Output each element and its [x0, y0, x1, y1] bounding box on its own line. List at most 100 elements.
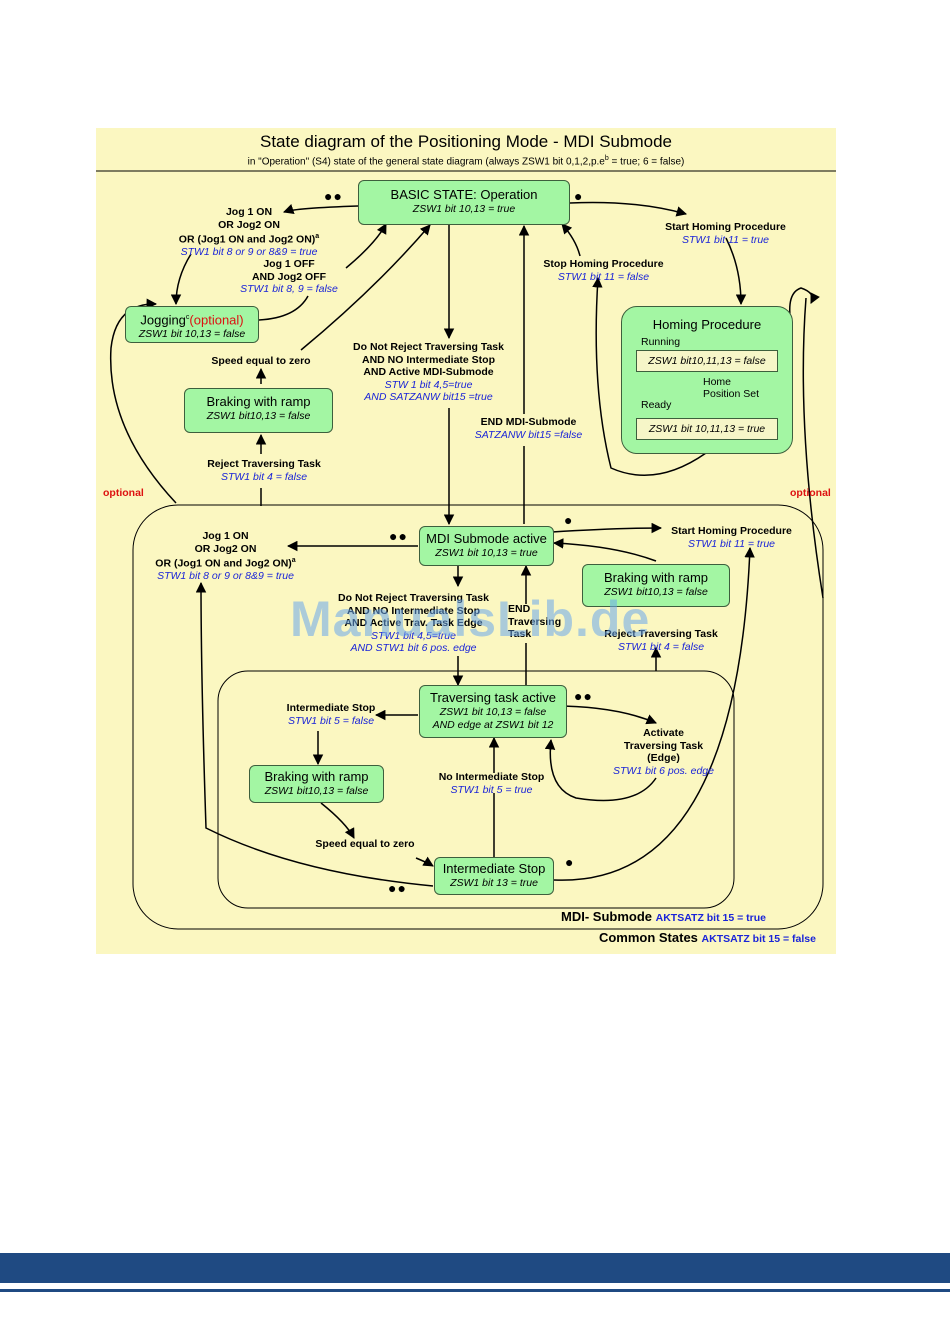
label-speed-zero-bottom: Speed equal to zero — [315, 838, 415, 850]
edge-homing-loop — [789, 287, 820, 324]
state-braking-right-cond: ZSW1 bit10,13 = false — [604, 586, 708, 598]
jog-on-mid-l3-text: OR (Jog1 ON and Jog2 ON) — [155, 557, 292, 570]
dnr-top-l3: AND Active MDI-Submode — [363, 366, 494, 378]
jog-on-top-cond: STW1 bit 8 or 9 or 8&9 = true — [180, 246, 318, 258]
end-trav-l3: Task — [508, 628, 532, 640]
jog-on-mid-l2: OR Jog2 ON — [194, 542, 257, 555]
dnr-mid-b2: AND STW1 bit 6 pos. edge — [350, 642, 477, 654]
edge-stophoming-to-basic — [561, 223, 581, 257]
jog-on-mid-cond: STW1 bit 8 or 9 or 8&9 = true — [157, 570, 294, 582]
activate-l1: Activate — [643, 727, 684, 739]
state-diagram: State diagram of the Positioning Mode - … — [96, 128, 836, 954]
reject-mid-cond: STW1 bit 4 = false — [617, 640, 705, 653]
jog-on-top-l2: OR Jog2 ON — [218, 218, 280, 231]
edge-interstop-to-starthoming — [553, 546, 755, 881]
start-homing-top-cond: STW1 bit 11 = true — [681, 233, 770, 246]
dnr-mid-b1: STW1 bit 4,5=true — [371, 629, 456, 642]
inter-stop-cond: STW1 bit 5 = false — [287, 714, 375, 727]
dnr-top-b1: STW 1 bit 4,5=true — [384, 378, 473, 391]
state-jogging-cond: ZSW1 bit 10,13 = false — [138, 328, 246, 341]
dnr-mid-l1: Do Not Reject Traversing Task — [338, 592, 489, 604]
edge-braking3-to-speed — [320, 802, 355, 839]
start-homing-mid-l1: Start Homing Procedure — [671, 525, 792, 537]
state-basic-title: BASIC STATE: Operation — [390, 187, 538, 202]
state-traversing-cond1: ZSW1 bit 10,13 = false — [439, 706, 547, 718]
subtitle-sup: b — [604, 155, 609, 162]
label-start-homing-top: Start Homing Procedure STW1 bit 11 = tru… — [663, 221, 788, 246]
diagram-title: State diagram of the Positioning Mode - … — [260, 132, 672, 151]
jogging-optional: (optional) — [189, 312, 244, 328]
reject-mid-l1: Reject Traversing Task — [604, 628, 718, 640]
edge-jog-to-jogging — [170, 253, 192, 306]
label-reject-mid: Reject Traversing Task STW1 bit 4 = fals… — [596, 628, 726, 653]
mdi-submode-l1: MDI- Submode — [561, 909, 653, 924]
label-start-homing-mid: Start Homing Procedure STW1 bit 11 = tru… — [669, 525, 794, 550]
label-end-mdi: END MDI-Submode SATZANW bit15 =false — [471, 416, 586, 441]
state-jogging: Joggingc(optional) ZSW1 bit 10,13 = fals… — [125, 306, 259, 343]
label-optional-left: optional — [103, 487, 144, 499]
state-jogging-title: Joggingc(optional) — [126, 310, 258, 328]
label-jog-off: Jog 1 OFF AND Jog2 OFF STW1 bit 8, 9 = f… — [234, 258, 344, 296]
state-braking-bottom-title: Braking with ramp — [264, 769, 369, 784]
label-no-intermediate-stop: No Intermediate Stop STW1 bit 5 = true — [429, 771, 554, 796]
start-homing-top-l1: Start Homing Procedure — [665, 221, 786, 233]
label-speed-zero-top: Speed equal to zero — [211, 355, 311, 367]
inter-stop-l1: Intermediate Stop — [286, 702, 376, 714]
activate-l2: Traversing Task — [623, 739, 704, 752]
reject-top-cond: STW1 bit 4 = false — [220, 470, 308, 483]
jogging-sup: c — [185, 314, 190, 321]
state-braking-right: Braking with ramp ZSW1 bit10,13 = false — [582, 564, 730, 607]
stop-homing-l1: Stop Homing Procedure — [543, 258, 664, 270]
label-end-traversing: END Traversing Task — [508, 603, 578, 641]
end-trav-l2: Traversing — [508, 615, 562, 628]
edge-interstop-to-jogmid — [195, 581, 434, 887]
end-trav-l1: END — [508, 603, 531, 615]
edge-basic-to-starthoming — [569, 201, 688, 217]
edge-mdi-to-starthoming — [551, 522, 663, 534]
homing-running-box: ZSW1 bit10,11,13 = false — [636, 350, 778, 372]
dot-marker: ●● — [389, 528, 408, 544]
state-mdi-title: MDI Submode active — [426, 531, 547, 546]
edge-basic-to-jog — [283, 204, 359, 214]
subtitle-end: = true; 6 = false) — [608, 156, 685, 168]
homing-ready-box: ZSW1 bit 10,11,13 = true — [636, 418, 778, 440]
label-activate-traversing: Activate Traversing Task (Edge) STW1 bit… — [611, 727, 716, 777]
footer-banner — [0, 1253, 950, 1283]
dnr-top-l1: Do Not Reject Traversing Task — [353, 341, 504, 353]
dnr-mid-l3: AND Active Trav. Task Edge — [344, 617, 483, 629]
state-braking-bottom-cond: ZSW1 bit10,13 = false — [264, 785, 369, 797]
homing-home-set-label: Home Position Set — [703, 376, 760, 400]
state-intermediate-stop: Intermediate Stop ZSW1 bit 13 = true — [434, 857, 554, 895]
state-mdi-active: MDI Submode active ZSW1 bit 10,13 = true — [419, 526, 554, 566]
reject-top-l1: Reject Traversing Task — [207, 458, 321, 470]
dot-marker: ● — [564, 512, 574, 528]
label-stop-homing: Stop Homing Procedure STW1 bit 11 = fals… — [541, 258, 666, 283]
jog-on-mid-l1: Jog 1 ON — [202, 530, 249, 542]
footer-line — [0, 1289, 950, 1292]
state-homing-title: Homing Procedure — [652, 317, 762, 332]
homing-ready-label: Ready — [641, 399, 672, 411]
mdi-submode-cond: AKTSATZ bit 15 = true — [655, 912, 766, 924]
edge-braking2-to-mdi — [552, 538, 657, 562]
dnr-top-l2: AND NO Intermediate Stop — [361, 353, 495, 366]
diagram-subtitle: in "Operation" (S4) state of the general… — [96, 153, 836, 169]
edge-jogoff-to-basic — [345, 223, 387, 269]
subtitle-text: in "Operation" (S4) state of the general… — [247, 156, 605, 168]
jog-on-mid-l3: OR (Jog1 ON and Jog2 ON)a — [153, 555, 298, 570]
no-stop-cond: STW1 bit 5 = true — [450, 783, 533, 796]
jog-off-l2: AND Jog2 OFF — [251, 270, 327, 283]
label-intermediate-stop: Intermediate Stop STW1 bit 5 = false — [276, 702, 386, 727]
jog-on-mid-sup: a — [291, 557, 296, 564]
activate-cond: STW1 bit 6 pos. edge — [613, 764, 714, 777]
state-traversing-title: Traversing task active — [430, 690, 556, 705]
state-mdi-cond: ZSW1 bit 10,13 = true — [435, 547, 538, 559]
end-mdi-cond: SATZANW bit15 =false — [474, 428, 583, 441]
label-jog-on-mid: Jog 1 ON OR Jog2 ON OR (Jog1 ON and Jog2… — [153, 530, 298, 583]
no-stop-l1: No Intermediate Stop — [438, 771, 545, 783]
edge-speed-to-basic — [300, 224, 431, 351]
edge-homing-to-stop — [592, 276, 707, 477]
label-optional-right: optional — [790, 487, 831, 499]
edge-right-optional — [802, 297, 824, 599]
end-mdi-l1: END MDI-Submode — [480, 416, 577, 428]
start-homing-mid-cond: STW1 bit 11 = true — [687, 537, 776, 550]
